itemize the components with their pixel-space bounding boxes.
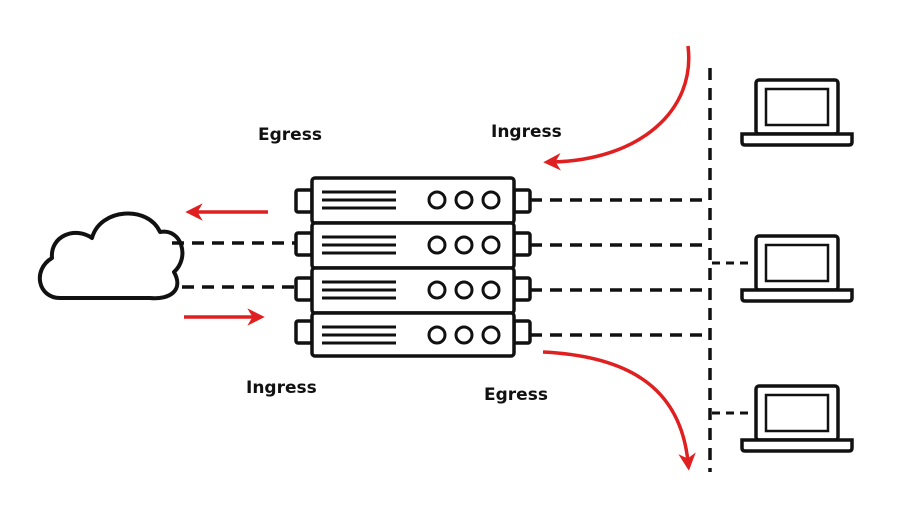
laptop-links: [712, 261, 752, 415]
server-links: [530, 198, 710, 337]
server-unit-4: [310, 311, 516, 358]
laptop-icon: [740, 234, 854, 303]
ingress-label-left: Ingress: [246, 378, 317, 398]
ingress-label-top: Ingress: [491, 122, 562, 142]
cloud-icon: [37, 211, 185, 301]
egress-label-left: Egress: [258, 125, 322, 145]
ingress-arrow-top: [543, 45, 691, 171]
egress-label-bottom: Egress: [484, 385, 548, 405]
cloud-links: [172, 241, 298, 289]
laptop-icon: [740, 78, 854, 147]
egress-arrow-bottom: [542, 350, 696, 471]
server-rack-icon: [294, 176, 532, 358]
laptop-icon: [740, 384, 854, 453]
